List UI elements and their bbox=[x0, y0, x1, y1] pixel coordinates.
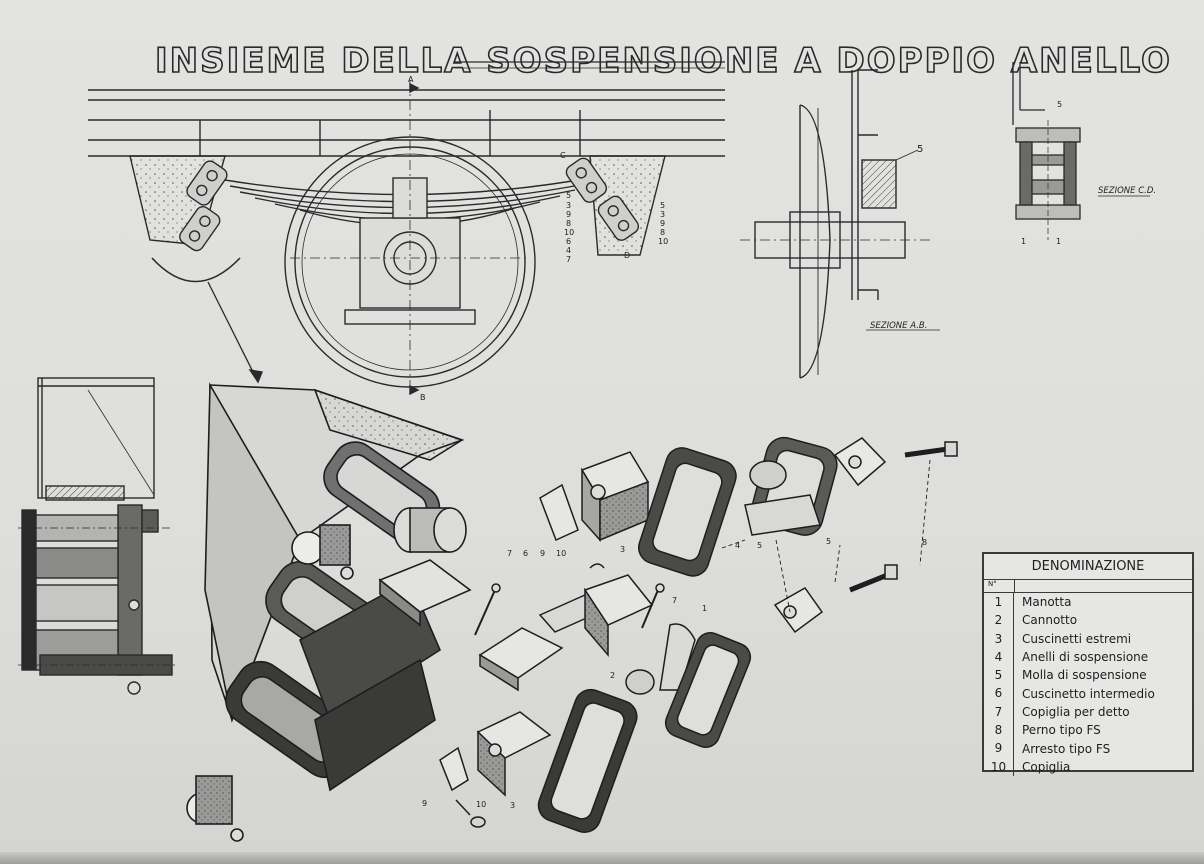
legend-item-name: Copiglia per detto bbox=[1022, 704, 1130, 719]
legend-row: 2 Cannotto bbox=[984, 611, 1192, 630]
callout-column-left: 5 3 9 8 10 6 4 7 bbox=[564, 191, 574, 264]
svg-text:5: 5 bbox=[757, 541, 762, 550]
drawing-title: INSIEME DELLA SOSPENSIONE A DOPPIO ANELL… bbox=[155, 41, 1172, 81]
svg-text:6: 6 bbox=[566, 237, 571, 246]
section-cd-callout-1b: 1 bbox=[1056, 237, 1061, 246]
svg-text:9: 9 bbox=[422, 799, 427, 808]
svg-text:3: 3 bbox=[660, 210, 665, 219]
isometric-assembly bbox=[186, 382, 472, 842]
svg-text:5: 5 bbox=[566, 191, 571, 200]
legend-row: 3 Cuscinetti estremi bbox=[984, 629, 1192, 648]
legend-row: 7 Copiglia per detto bbox=[984, 702, 1192, 722]
legend-column-divider bbox=[1014, 580, 1015, 592]
legend-item-name: Perno tipo FS bbox=[1022, 723, 1101, 738]
legend-item-number: 1 bbox=[984, 593, 1014, 612]
section-cd-view bbox=[1012, 62, 1150, 240]
legend-item-name: Cuscinetti estremi bbox=[1022, 631, 1132, 646]
svg-text:9: 9 bbox=[540, 549, 545, 558]
legend-item-number: 10 bbox=[984, 757, 1014, 776]
svg-text:4: 4 bbox=[735, 541, 740, 550]
legend-item-number: 3 bbox=[984, 629, 1014, 648]
legend-row: 6 Cuscinetto intermedio bbox=[984, 684, 1192, 703]
legend-item-name: Cuscinetto intermedio bbox=[1022, 686, 1155, 701]
legend-header-num: N° bbox=[988, 580, 997, 588]
view-mark-d: D bbox=[624, 251, 630, 260]
section-ab-callout-5: 5 bbox=[917, 144, 923, 155]
legend-item-number: 6 bbox=[984, 684, 1014, 703]
svg-text:3: 3 bbox=[510, 801, 515, 810]
section-ab-view bbox=[740, 69, 940, 379]
legend-item-number: 4 bbox=[984, 647, 1014, 667]
legend-item-number: 5 bbox=[984, 666, 1014, 685]
svg-text:5: 5 bbox=[826, 537, 831, 546]
svg-text:10: 10 bbox=[658, 237, 668, 246]
section-cd-callout-1a: 1 bbox=[1021, 237, 1026, 246]
legend-row: 9 Arresto tipo FS bbox=[984, 739, 1192, 758]
section-cd-label: SEZIONE C.D. bbox=[1098, 186, 1156, 196]
side-view bbox=[88, 80, 725, 396]
svg-text:10: 10 bbox=[476, 800, 486, 809]
legend-row: 5 Molla di sospensione bbox=[984, 666, 1192, 685]
view-mark-c: C bbox=[560, 151, 566, 160]
svg-text:8: 8 bbox=[922, 538, 927, 547]
section-ab-label: SEZIONE A.B. bbox=[870, 321, 927, 331]
svg-text:10: 10 bbox=[556, 549, 566, 558]
svg-text:9: 9 bbox=[566, 210, 571, 219]
view-mark-b: B bbox=[420, 393, 426, 402]
legend-item-name: Arresto tipo FS bbox=[1022, 741, 1111, 756]
legend-item-name: Copiglia bbox=[1022, 759, 1071, 774]
legend-row: 1 Manotta bbox=[984, 593, 1192, 612]
legend-item-name: Anelli di sospensione bbox=[1022, 650, 1149, 665]
svg-text:8: 8 bbox=[660, 228, 665, 237]
svg-text:1: 1 bbox=[702, 604, 707, 613]
svg-text:3: 3 bbox=[620, 545, 625, 554]
legend-item-number: 7 bbox=[984, 702, 1014, 722]
legend-row: 8 Perno tipo FS bbox=[984, 721, 1192, 740]
left-detail-section bbox=[18, 377, 175, 695]
svg-text:10: 10 bbox=[564, 228, 574, 237]
legend-item-name: Cannotto bbox=[1022, 613, 1078, 628]
svg-text:5: 5 bbox=[660, 201, 665, 210]
legend-item-number: 9 bbox=[984, 739, 1014, 758]
svg-text:7: 7 bbox=[672, 596, 677, 605]
legend-item-name: Manotta bbox=[1022, 595, 1072, 610]
callout-column-right: 5 3 9 8 10 bbox=[658, 201, 668, 246]
svg-text:3: 3 bbox=[566, 201, 571, 210]
svg-text:8: 8 bbox=[566, 219, 571, 228]
svg-text:2: 2 bbox=[610, 671, 615, 680]
exploded-parts bbox=[439, 436, 958, 833]
exploded-callouts: 7 6 9 10 3 4 5 5 8 1 7 2 9 10 3 bbox=[422, 537, 927, 810]
legend-title: DENOMINAZIONE bbox=[984, 554, 1192, 580]
page-bottom-edge bbox=[0, 852, 1204, 864]
legend-row: 4 Anelli di sospensione bbox=[984, 647, 1192, 667]
svg-text:6: 6 bbox=[523, 549, 528, 558]
svg-text:4: 4 bbox=[566, 246, 571, 255]
svg-text:9: 9 bbox=[660, 219, 665, 228]
legend-item-number: 2 bbox=[984, 611, 1014, 630]
legend-item-number: 8 bbox=[984, 721, 1014, 740]
legend-item-name: Molla di sospensione bbox=[1022, 668, 1147, 683]
svg-text:7: 7 bbox=[566, 255, 571, 264]
section-cd-callout-5: 5 bbox=[1057, 100, 1062, 109]
legend-header-row: N° bbox=[984, 580, 1192, 593]
view-mark-a: A bbox=[408, 75, 414, 84]
legend-row: 10 Copiglia bbox=[984, 757, 1192, 776]
svg-text:7: 7 bbox=[507, 549, 512, 558]
